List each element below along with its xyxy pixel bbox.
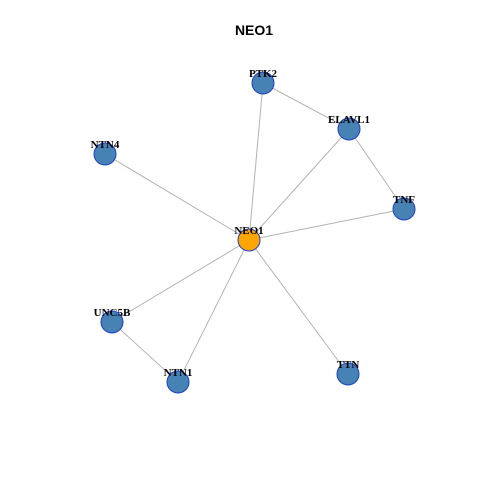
edges-layer	[104, 82, 405, 383]
edge-elavl1-tnf	[348, 128, 405, 210]
graph-title: NEO1	[235, 22, 273, 38]
edge-neo1-ntn1	[177, 239, 250, 383]
node-ntn4[interactable]	[93, 142, 117, 166]
edge-neo1-ttn	[248, 239, 349, 375]
node-unc5b[interactable]	[100, 310, 124, 334]
node-label-ttn: TTN	[337, 359, 360, 371]
edge-neo1-unc5b	[111, 239, 250, 323]
node-label-elavl1: ELAVL1	[328, 114, 370, 126]
edge-neo1-ntn4	[104, 153, 250, 241]
edge-unc5b-ntn1	[111, 321, 179, 383]
node-ntn1[interactable]	[166, 370, 190, 394]
node-label-unc5b: UNC5B	[94, 307, 131, 319]
node-ttn[interactable]	[336, 362, 360, 386]
node-neo1[interactable]	[237, 228, 261, 252]
node-label-neo1: NEO1	[234, 225, 263, 237]
node-label-ntn4: NTN4	[91, 139, 120, 151]
edge-neo1-elavl1	[248, 128, 350, 241]
nodes-layer	[93, 71, 416, 394]
edge-neo1-ptk2	[248, 82, 264, 241]
edge-ptk2-elavl1	[262, 82, 350, 130]
node-tnf[interactable]	[392, 197, 416, 221]
edge-neo1-tnf	[248, 208, 405, 241]
node-label-ntn1: NTN1	[164, 367, 193, 379]
node-label-tnf: TNF	[393, 194, 415, 206]
node-ptk2[interactable]	[251, 71, 275, 95]
node-elavl1[interactable]	[337, 117, 361, 141]
node-label-ptk2: PTK2	[249, 68, 278, 80]
